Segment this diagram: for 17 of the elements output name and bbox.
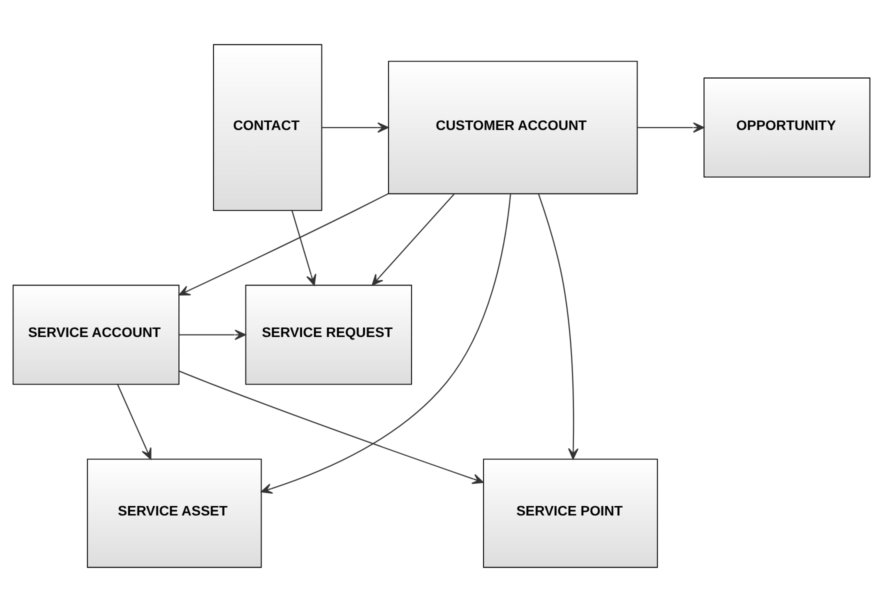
arrow — [117, 384, 152, 460]
arrow — [538, 194, 579, 460]
node-box: SERVICE ACCOUNT — [12, 284, 180, 385]
arrow — [178, 370, 484, 484]
node-box: SERVICE ASSET — [86, 458, 262, 568]
node-box: SERVICE REQUEST — [245, 284, 412, 385]
arrow — [638, 122, 704, 133]
arrow — [260, 194, 512, 494]
arrow — [322, 122, 389, 133]
node-box: SERVICE POINT — [483, 458, 658, 568]
node-box: OPPORTUNITY — [704, 78, 870, 178]
arrow — [372, 194, 455, 286]
arrow — [179, 330, 246, 340]
arrow — [291, 210, 316, 286]
node-box: CUSTOMER ACCOUNT — [388, 60, 638, 194]
arrow — [178, 193, 388, 296]
node-box: CONTACT — [213, 44, 322, 211]
